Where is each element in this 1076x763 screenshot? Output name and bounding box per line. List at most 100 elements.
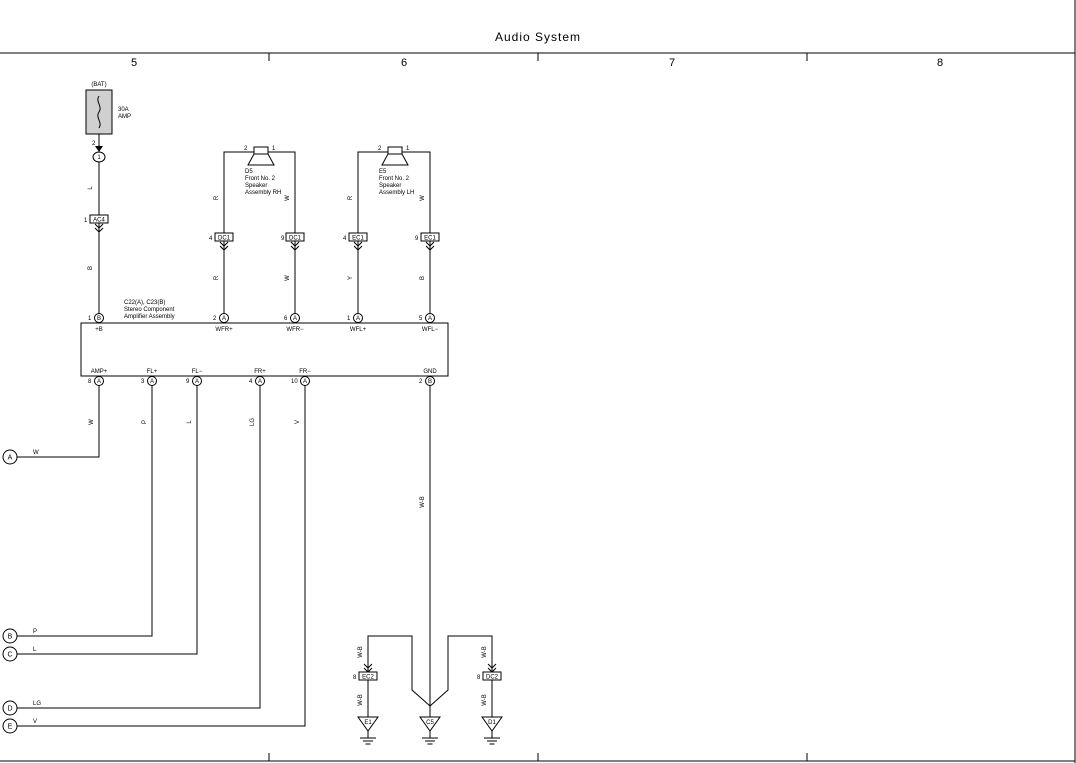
terminal-connector: A — [428, 316, 432, 322]
terminal-pin: 8 — [88, 379, 92, 385]
wire-color-label: LG — [33, 701, 41, 707]
junction-pin: 1 — [97, 155, 101, 161]
terminal-connector: A — [150, 379, 154, 385]
connector-ec1: EC1 — [352, 236, 364, 242]
terminal-label: WFR+ — [215, 327, 233, 333]
terminal-plus-b — [94, 313, 104, 323]
terminal-label: +B — [95, 327, 103, 333]
connector-pin: 9 — [281, 236, 285, 242]
terminal-connector: A — [222, 316, 226, 322]
wire-color-label: W — [33, 450, 39, 456]
wire-color-label: V — [33, 719, 37, 725]
connector-ec1: EC1 — [424, 236, 436, 242]
column-number-7: 7 — [669, 57, 675, 69]
terminal-wfr-minus — [290, 313, 300, 323]
terminal-pin: 2 — [419, 379, 423, 385]
terminal-connector: A — [97, 379, 101, 385]
offpage-connector-d — [2, 700, 18, 716]
speaker-name: Front No. 2 — [245, 176, 276, 182]
speaker-name: Assembly RH — [245, 190, 281, 196]
terminal-wfr-plus — [219, 313, 229, 323]
column-number-8: 8 — [937, 57, 943, 69]
terminal-connector: A — [356, 316, 360, 322]
speaker-pin: 2 — [378, 146, 382, 152]
connector-pin: 1 — [84, 218, 88, 224]
speaker-name: Speaker — [379, 183, 401, 189]
terminal-label: GND — [423, 369, 437, 375]
offpage-letter: B — [8, 634, 13, 641]
terminal-pin: 4 — [249, 379, 253, 385]
amplifier-ref: C22(A), C23(B) — [124, 300, 165, 306]
ground-label: C5 — [426, 720, 434, 726]
connector-pin: 8 — [477, 675, 481, 681]
terminal-connector: B — [97, 316, 101, 322]
offpage-letter: E — [8, 724, 13, 731]
terminal-connector: A — [293, 316, 297, 322]
terminal-pin: 2 — [213, 316, 217, 322]
arrow-icon — [95, 146, 103, 152]
page-title: Audio System — [495, 30, 581, 44]
offpage-connector-e — [2, 718, 18, 734]
wire-color-label: R — [214, 195, 220, 200]
offpage-connector-a — [2, 449, 18, 465]
wire-color-label: V — [295, 420, 301, 424]
wire-color-label: P — [142, 420, 148, 424]
column-number-5: 5 — [131, 57, 137, 69]
fuse-name: AMP — [118, 114, 131, 120]
speaker-id: D5 — [245, 169, 253, 175]
terminal-pin: 1 — [347, 316, 351, 322]
offpage-letter: A — [8, 455, 13, 462]
connector-dc1: DC1 — [289, 236, 302, 242]
wire-color-label: L — [187, 420, 193, 424]
connector-dc1: DC1 — [218, 236, 231, 242]
connector-pin: 9 — [415, 236, 419, 242]
wire-color-label: LG — [250, 418, 256, 426]
wire-color-label: R — [214, 275, 220, 280]
wire-color-label: L — [33, 647, 37, 653]
battery-fuse — [85, 89, 113, 135]
terminal-pin: 3 — [141, 379, 145, 385]
amplifier-name: Stereo Component — [124, 307, 175, 313]
speaker-id: E5 — [379, 169, 387, 175]
wire-color-label: W-B — [358, 646, 364, 658]
terminal-wfl-plus — [353, 313, 363, 323]
speaker-name: Assembly LH — [379, 190, 414, 196]
terminal-connector: A — [195, 379, 199, 385]
fuse-icon — [97, 95, 101, 129]
wire-color-label: P — [33, 629, 37, 635]
wire-color-label: B — [88, 266, 94, 270]
offpage-connector-c — [2, 646, 18, 662]
wire-color-label: L — [88, 186, 94, 190]
offpage-letter: C — [7, 652, 12, 659]
terminal-label: WFL− — [422, 327, 439, 333]
terminal-pin: 6 — [284, 316, 288, 322]
wire-color-label: W-B — [420, 496, 426, 508]
terminal-pin: 5 — [419, 316, 423, 322]
terminal-connector: B — [428, 379, 432, 385]
terminal-label: AMP+ — [91, 369, 108, 375]
wire-color-label: W-B — [358, 694, 364, 706]
terminal-label: FR− — [299, 369, 311, 375]
terminal-pin: 1 — [88, 316, 92, 322]
column-number-6: 6 — [401, 57, 407, 69]
speaker-name: Front No. 2 — [379, 176, 410, 182]
terminal-wfl-minus — [425, 313, 435, 323]
connector-pin: 4 — [343, 236, 347, 242]
ground-label: D1 — [488, 720, 496, 726]
speaker-pin: 2 — [244, 146, 248, 152]
wire-color-label: W — [420, 195, 426, 201]
ground-label: E1 — [364, 720, 372, 726]
speaker-pin: 1 — [272, 146, 276, 152]
offpage-connector-b — [2, 628, 18, 644]
terminal-label: FL+ — [147, 369, 158, 375]
offpage-letter: D — [7, 706, 12, 713]
terminal-label: FR+ — [254, 369, 266, 375]
wire-color-label: W — [285, 275, 291, 281]
connector-dc2: DC2 — [486, 675, 499, 681]
connector-pin: 8 — [353, 675, 357, 681]
battery-label: (BAT) — [91, 82, 106, 88]
wire-color-label: W-B — [482, 694, 488, 706]
terminal-label: WFR− — [286, 327, 304, 333]
